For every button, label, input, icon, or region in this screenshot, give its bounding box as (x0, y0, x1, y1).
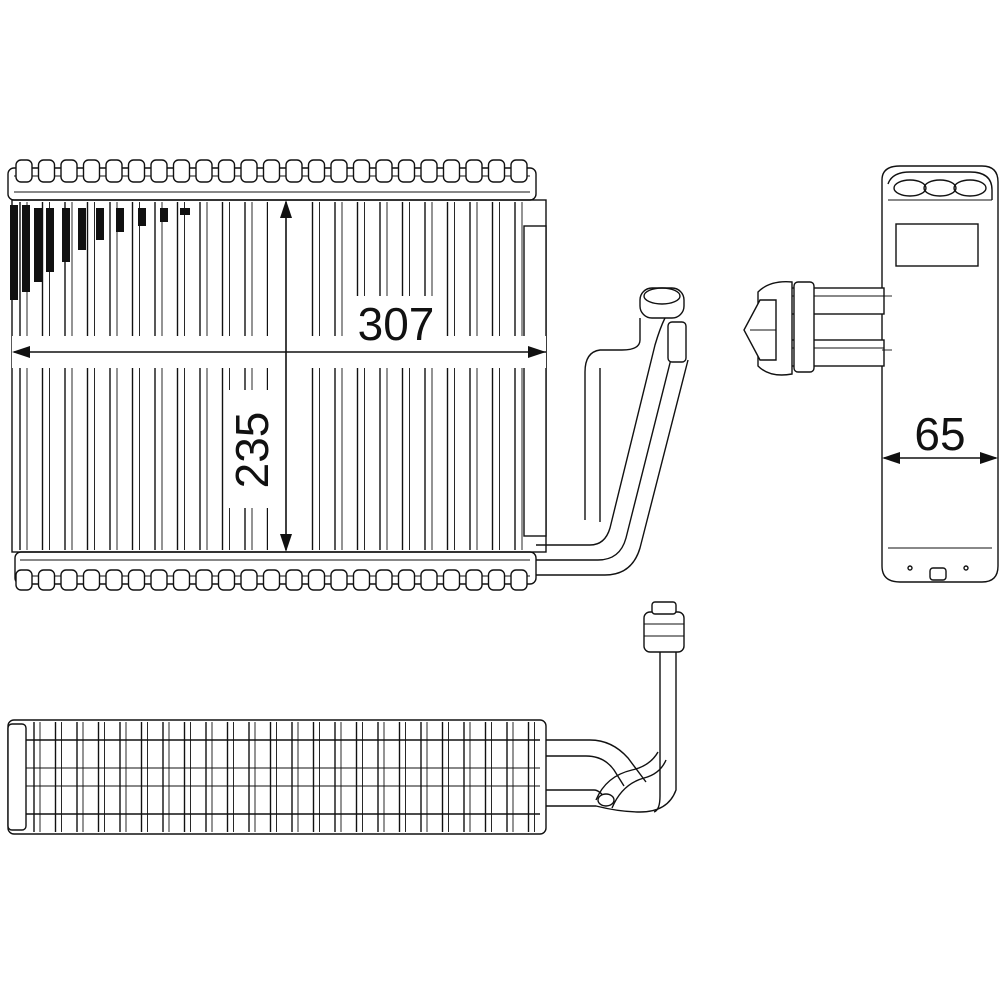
bottom-refrigerant-pipes (546, 601, 685, 813)
depth-dimension: 65 (882, 408, 998, 464)
tube-cap (262, 159, 281, 183)
tube-cap (420, 159, 438, 183)
bottom-core-fins (33, 722, 535, 832)
tube-cap (150, 159, 168, 183)
tube-cap (262, 569, 281, 591)
tube-cap (82, 159, 101, 183)
tube-cap (127, 569, 146, 591)
tube-cap (105, 569, 123, 591)
tube-cap (375, 159, 393, 183)
bottom-view (7, 601, 685, 835)
depth-dimension-label: 65 (914, 408, 965, 460)
width-dimension: 307 (12, 296, 546, 358)
tube-cap (217, 159, 236, 183)
tube-cap (465, 569, 483, 591)
tube-cap (105, 159, 123, 183)
tube-cap (285, 159, 303, 183)
tube-cap (442, 569, 461, 591)
tube-cap (397, 159, 416, 183)
width-dimension-label: 307 (358, 298, 435, 350)
tube-cap (352, 569, 371, 591)
tube-cap (195, 159, 213, 183)
tube-cap (307, 159, 326, 183)
fin-hatch-detail (10, 205, 190, 300)
side-pipe-fitting (743, 281, 892, 376)
tube-cap (150, 569, 168, 591)
tube-cap (352, 159, 371, 183)
tube-cap (15, 569, 33, 591)
tube-cap (397, 569, 416, 591)
tube-cap (172, 159, 191, 183)
tube-cap (330, 159, 348, 183)
tube-cap (37, 569, 56, 591)
tube-cap (37, 159, 56, 183)
tube-cap (15, 159, 33, 183)
tube-cap (487, 569, 506, 591)
tube-cap (285, 569, 303, 591)
tube-cap (60, 159, 78, 183)
tube-cap (60, 569, 78, 591)
tube-cap (82, 569, 101, 591)
tube-cap (510, 569, 528, 591)
tube-cap (240, 159, 258, 183)
tube-cap (510, 159, 528, 183)
tube-cap (307, 569, 326, 591)
tube-cap (172, 569, 191, 591)
tube-cap (127, 159, 146, 183)
tube-cap (217, 569, 236, 591)
tube-cap (420, 569, 438, 591)
front-header-caps (15, 159, 528, 591)
height-dimension: 235 (226, 200, 292, 552)
front-refrigerant-pipes (536, 287, 689, 576)
tube-cap (375, 569, 393, 591)
height-dimension-label: 235 (226, 412, 278, 489)
tube-cap (330, 569, 348, 591)
tube-cap (240, 569, 258, 591)
side-view: 65 (743, 165, 999, 583)
tube-cap (487, 159, 506, 183)
tube-cap (465, 159, 483, 183)
tube-cap (442, 159, 461, 183)
front-view: 307 235 (7, 159, 689, 591)
tube-cap (195, 569, 213, 591)
